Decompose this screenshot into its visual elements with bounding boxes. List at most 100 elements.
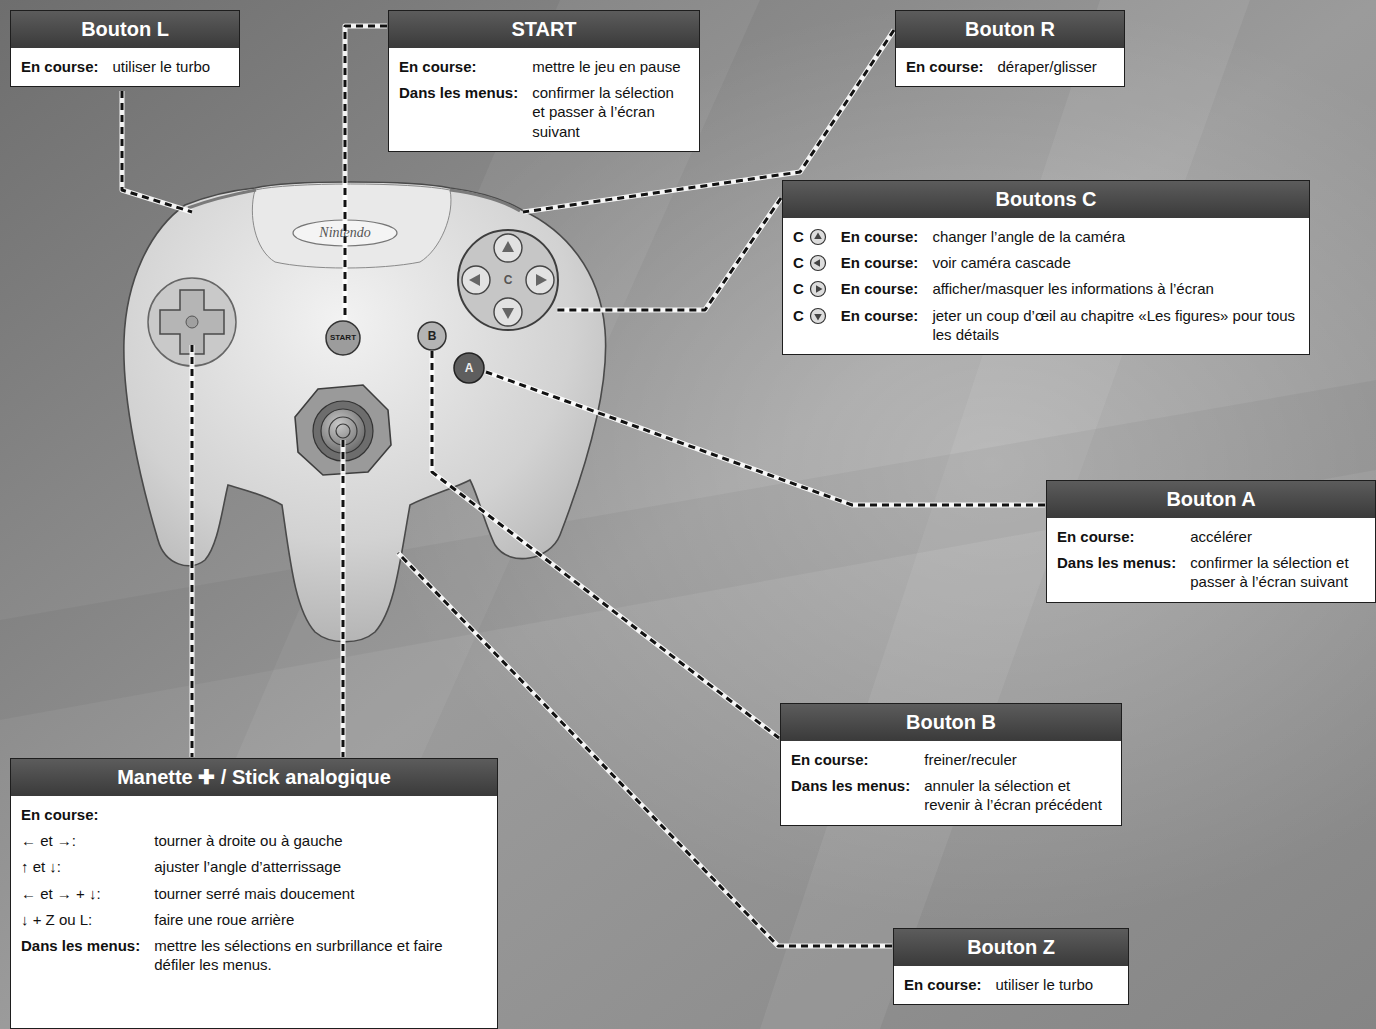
table-cell: En course: (841, 253, 919, 272)
row-text: ← et → + ↓: (21, 884, 101, 903)
controller-body (124, 182, 606, 642)
callout-box: Bouton Z En course: utiliser le turbo (893, 928, 1129, 1005)
table-cell: changer l’angle de la caméra (932, 227, 1299, 246)
row-text: changer l’angle de la caméra (932, 227, 1125, 246)
row-text: afficher/masquer les informations à l’éc… (932, 279, 1214, 298)
callout-heading-bar: Bouton R (896, 11, 1124, 48)
c-right-button (526, 266, 554, 294)
table-cell: tourner à droite ou à gauche (154, 831, 487, 850)
table-cell: C (793, 279, 827, 298)
row-text: confirmer la sélection et passer à l’écr… (1190, 553, 1365, 591)
table-cell: C (793, 227, 827, 246)
row-label: C (793, 279, 804, 298)
callout-box: STARTEn course:mettre le jeu en pauseDan… (388, 10, 700, 152)
row-text: voir caméra cascade (932, 253, 1070, 272)
c-button-icon-circle (810, 256, 825, 271)
table-cell: voir caméra cascade (932, 253, 1299, 272)
leader-line (432, 351, 779, 738)
callout-body: En course: utiliser le turbo (894, 966, 1128, 1004)
button-label: B (428, 330, 437, 342)
table-cell: utiliser le turbo (113, 57, 229, 76)
row-label: C (793, 253, 804, 272)
leader-line (122, 91, 192, 212)
row-text: jeter un coup d’œil au chapitre «Les fig… (932, 306, 1299, 344)
c-button-icon-arrow (814, 314, 822, 321)
callout-heading: Bouton B (906, 711, 996, 733)
row-label: Dans les menus: (1057, 553, 1176, 572)
controller (124, 182, 606, 642)
callout-box: Bouton A En course: accélérerDans les menu… (1046, 480, 1376, 603)
table-cell: tourner serré mais doucement (154, 884, 487, 903)
button-label: A (465, 362, 474, 374)
row-text: déraper/glisser (998, 57, 1097, 76)
dpad-cross (160, 290, 224, 354)
leader-line-base (432, 351, 779, 738)
row-label: C (793, 227, 804, 246)
row-label: En course: (21, 57, 99, 76)
row-text: mettre les sélections en surbrillance et… (154, 936, 487, 974)
callout-body: En course: accélérerDans les menus: confir… (1047, 518, 1375, 602)
row-text: accélérer (1190, 527, 1252, 546)
callout-heading-bar: Bouton A (1047, 481, 1375, 518)
table-cell: En course: (21, 805, 487, 824)
row-text: mettre le jeu en pause (532, 57, 680, 76)
c-arrow (536, 274, 547, 286)
c-arrow (469, 274, 480, 286)
table-cell: mettre le jeu en pause (532, 57, 689, 76)
row-text: tourner serré mais doucement (154, 884, 354, 903)
table-cell: ← et →: (21, 831, 140, 850)
leader-line (557, 198, 781, 310)
callout-heading: Bouton Z (967, 936, 1055, 958)
row-text: freiner/reculer (924, 750, 1017, 769)
row-label: En course: (841, 279, 919, 298)
callout-body: En course:freiner/reculerDans les menus:… (781, 741, 1121, 825)
callout-heading: Bouton A (1166, 488, 1255, 510)
leader-line-base (122, 91, 192, 212)
leader-line-base (557, 198, 781, 310)
row-text: ajuster l’angle d’atterrissage (154, 857, 341, 876)
callout-heading-bar: Bouton B (781, 704, 1121, 741)
table-cell: confirmer la sélection et passer à l’écr… (1190, 553, 1365, 591)
controller-top (252, 184, 451, 268)
callout-body: CEn course:changer l’angle de la caméraC… (783, 218, 1309, 354)
callout-body: En course: ← et →: tourner à droite ou à g… (11, 796, 497, 984)
table-cell: Dans les menus: (399, 83, 518, 141)
row-label: Dans les menus: (21, 936, 140, 955)
button-label: START (330, 334, 356, 342)
table-cell: Dans les menus: (791, 776, 910, 814)
c-left-button (462, 266, 490, 294)
table-cell: Dans les menus: (1057, 553, 1176, 591)
c-button-icon-circle (810, 230, 825, 245)
row-text: utiliser le turbo (996, 975, 1094, 994)
leader-line (191, 345, 194, 757)
leader-line-base (341, 440, 346, 757)
row-label: Dans les menus: (791, 776, 910, 795)
row-text: faire une roue arrière (154, 910, 294, 929)
table-cell: En course: (1057, 527, 1176, 546)
table-cell: En course: (841, 306, 919, 344)
c-button-icon (809, 307, 827, 325)
callout-box: Boutons CCEn course:changer l’angle de l… (782, 180, 1310, 355)
callout-heading: Bouton R (965, 18, 1055, 40)
c-button-icon (809, 254, 827, 272)
row-text: annuler la sélection et revenir à l’écra… (924, 776, 1111, 814)
row-label: En course: (904, 975, 982, 994)
b-button (418, 322, 446, 350)
leader-line (345, 26, 387, 320)
table-cell: C (793, 306, 827, 344)
callout-heading-bar: Bouton L (11, 11, 239, 48)
table-cell: En course: (906, 57, 984, 76)
button-label: Nintendo (319, 226, 370, 240)
table-cell: accélérer (1190, 527, 1365, 546)
row-text: ↓ + Z ou L: (21, 910, 92, 929)
callout-box: Bouton L En course: utiliser le turbo (10, 10, 240, 87)
row-label: C (793, 306, 804, 325)
c-button-icon-circle (810, 308, 825, 323)
table-cell: utiliser le turbo (996, 975, 1118, 994)
c-button-icon-circle (810, 282, 825, 297)
table-cell: En course: (841, 279, 919, 298)
callout-box: Bouton R En course: déraper/glisser (895, 10, 1125, 87)
l-shoulder (188, 190, 256, 208)
row-label: En course: (841, 253, 919, 272)
